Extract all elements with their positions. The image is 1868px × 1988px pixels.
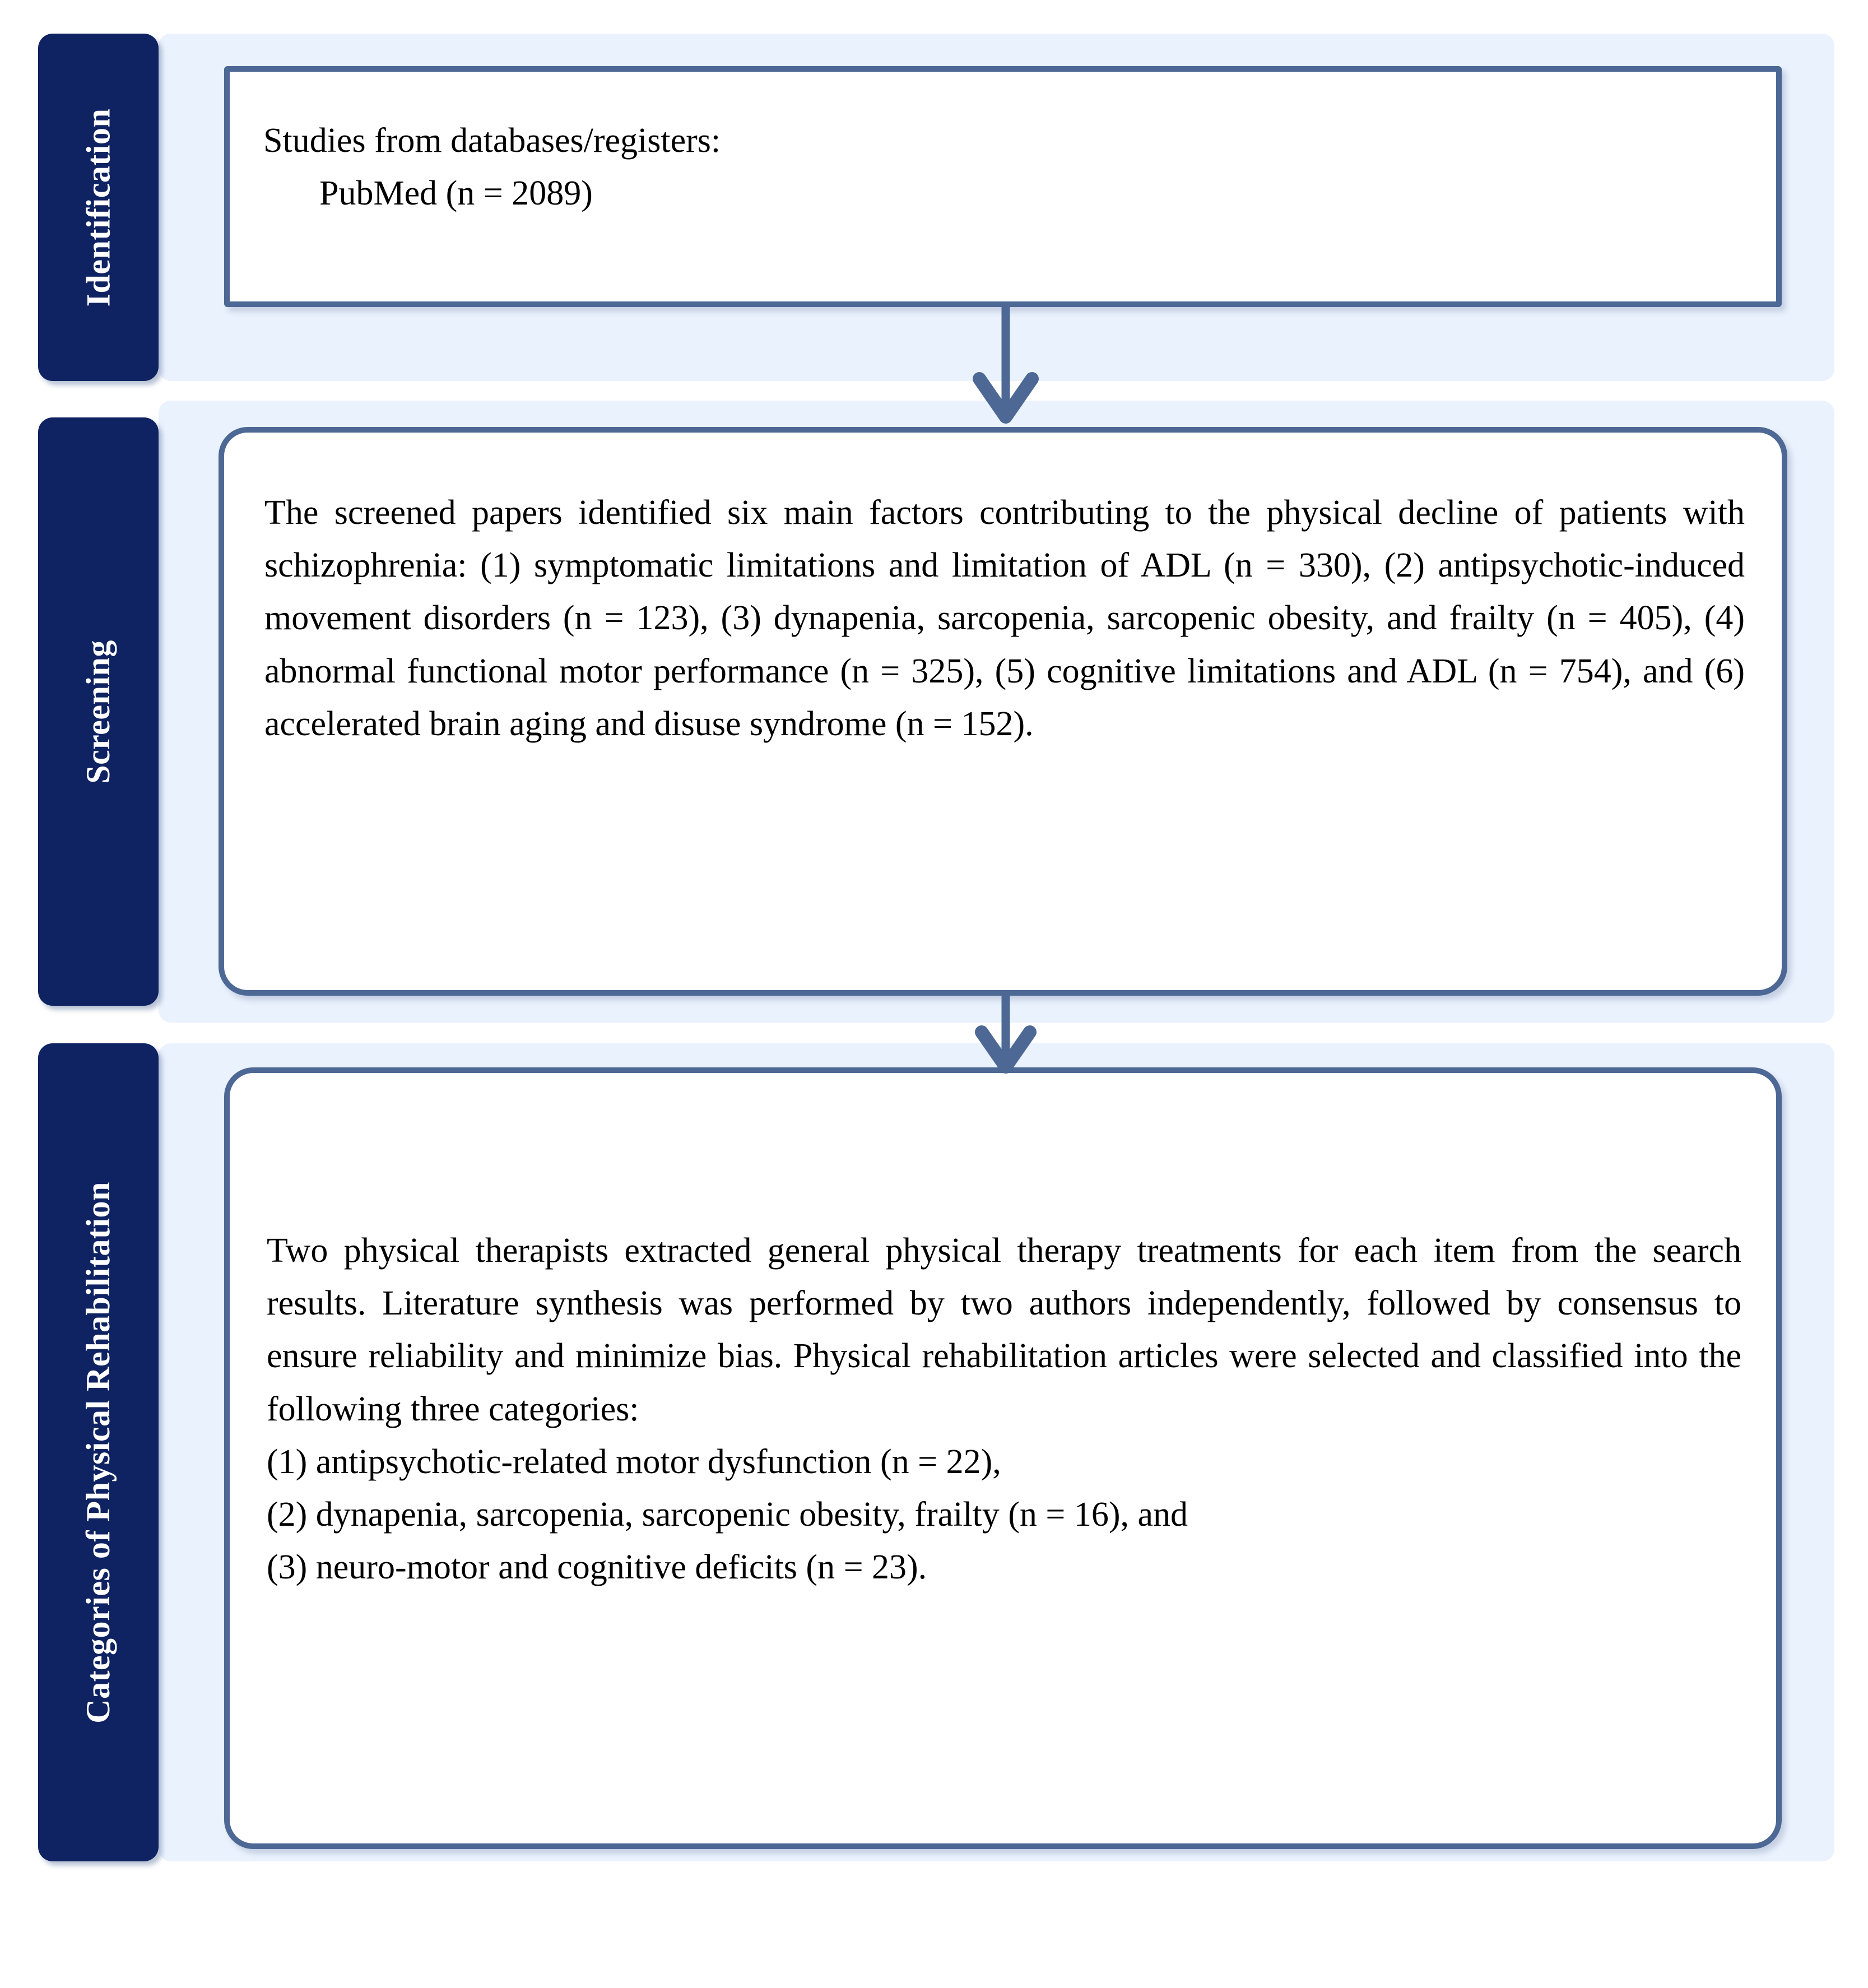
stage-label-categories-text: Categories of Physical Rehabilitation xyxy=(80,1181,117,1724)
categories-box: Two physical therapists extracted genera… xyxy=(224,1067,1782,1849)
screening-paragraph: The screened papers identified six main … xyxy=(264,494,1745,743)
categories-list-item-2: (2) dynapenia, sarcopenia, sarcopenic ob… xyxy=(267,1495,1188,1534)
identification-line-databases: Studies from databases/registers: xyxy=(263,122,721,160)
identification-box: Studies from databases/registers: PubMed… xyxy=(224,66,1782,307)
stage-label-screening: Screening xyxy=(38,417,159,1006)
screening-box: The screened papers identified six main … xyxy=(219,427,1787,996)
categories-list-item-3: (3) neuro-motor and cognitive deficits (… xyxy=(267,1548,927,1587)
stage-label-identification: Identification xyxy=(38,34,159,381)
arrow-identification-to-screening xyxy=(973,307,1039,424)
arrow-screening-to-categories xyxy=(975,991,1037,1074)
categories-paragraph: Two physical therapists extracted genera… xyxy=(267,1232,1741,1428)
categories-list-item-1: (1) antipsychotic-related motor dysfunct… xyxy=(267,1442,1001,1481)
stage-label-categories: Categories of Physical Rehabilitation xyxy=(38,1043,159,1861)
identification-line-pubmed: PubMed (n = 2089) xyxy=(319,174,593,213)
stage-label-identification-text: Identification xyxy=(80,108,117,306)
stage-label-screening-text: Screening xyxy=(80,639,117,784)
